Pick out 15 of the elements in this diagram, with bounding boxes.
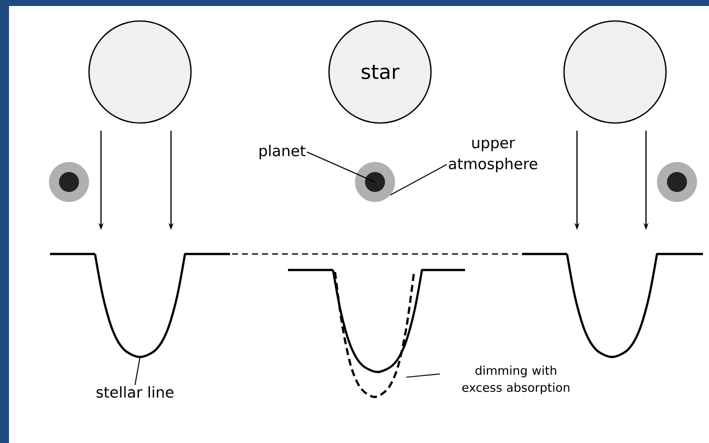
leader-line xyxy=(134,356,140,386)
planet-drawing xyxy=(657,162,697,202)
star-circle xyxy=(563,20,667,124)
leader-line xyxy=(390,164,448,196)
planet-drawing xyxy=(49,162,89,202)
line-profile xyxy=(334,272,416,398)
label-text: dimming with excess absorption xyxy=(462,366,570,394)
star-circle xyxy=(88,20,192,124)
label-text: upper atmosphere xyxy=(448,140,538,172)
leader-line xyxy=(306,151,376,182)
planet-drawing xyxy=(355,162,395,202)
label-text: stellar line xyxy=(96,386,174,398)
leader-line xyxy=(406,373,440,378)
label-text: planet xyxy=(260,144,306,160)
line-profile xyxy=(48,252,232,358)
